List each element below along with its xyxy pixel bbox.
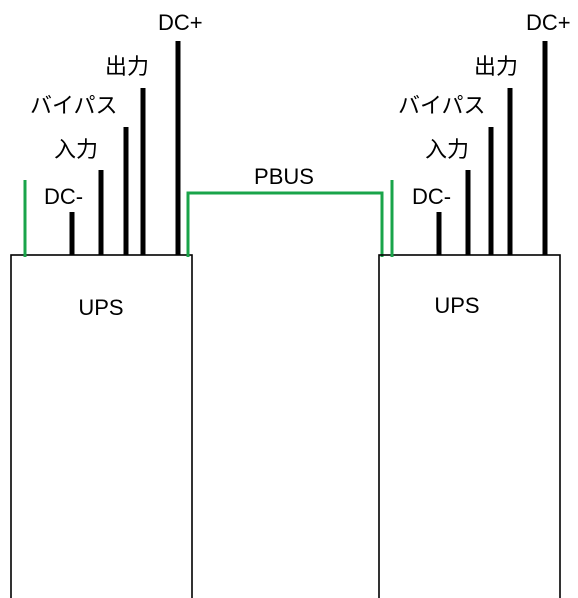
label-dc-plus-right: DC+ <box>526 10 571 35</box>
ups-label-right: UPS <box>434 293 479 318</box>
pbus-connection: PBUS <box>186 164 384 257</box>
label-bypass-left: バイパス <box>30 93 118 118</box>
label-dc-minus-right: DC- <box>412 184 451 209</box>
pbus-line <box>186 191 384 257</box>
label-input-right: 入力 <box>425 137 469 162</box>
label-dc-plus-left: DC+ <box>158 10 203 35</box>
label-output-left: 出力 <box>105 54 149 79</box>
label-dc-minus-left: DC- <box>44 184 83 209</box>
pbus-label: PBUS <box>254 164 314 189</box>
label-input-left: 入力 <box>54 137 98 162</box>
ups-label-left: UPS <box>78 295 123 320</box>
ups-unit-left: UPS DC- 入力 バイパス 出力 DC+ <box>10 10 203 598</box>
ups-unit-right: UPS DC- 入力 バイパス 出力 DC+ <box>378 10 571 598</box>
label-output-right: 出力 <box>474 54 518 79</box>
label-bypass-right: バイパス <box>398 93 486 118</box>
